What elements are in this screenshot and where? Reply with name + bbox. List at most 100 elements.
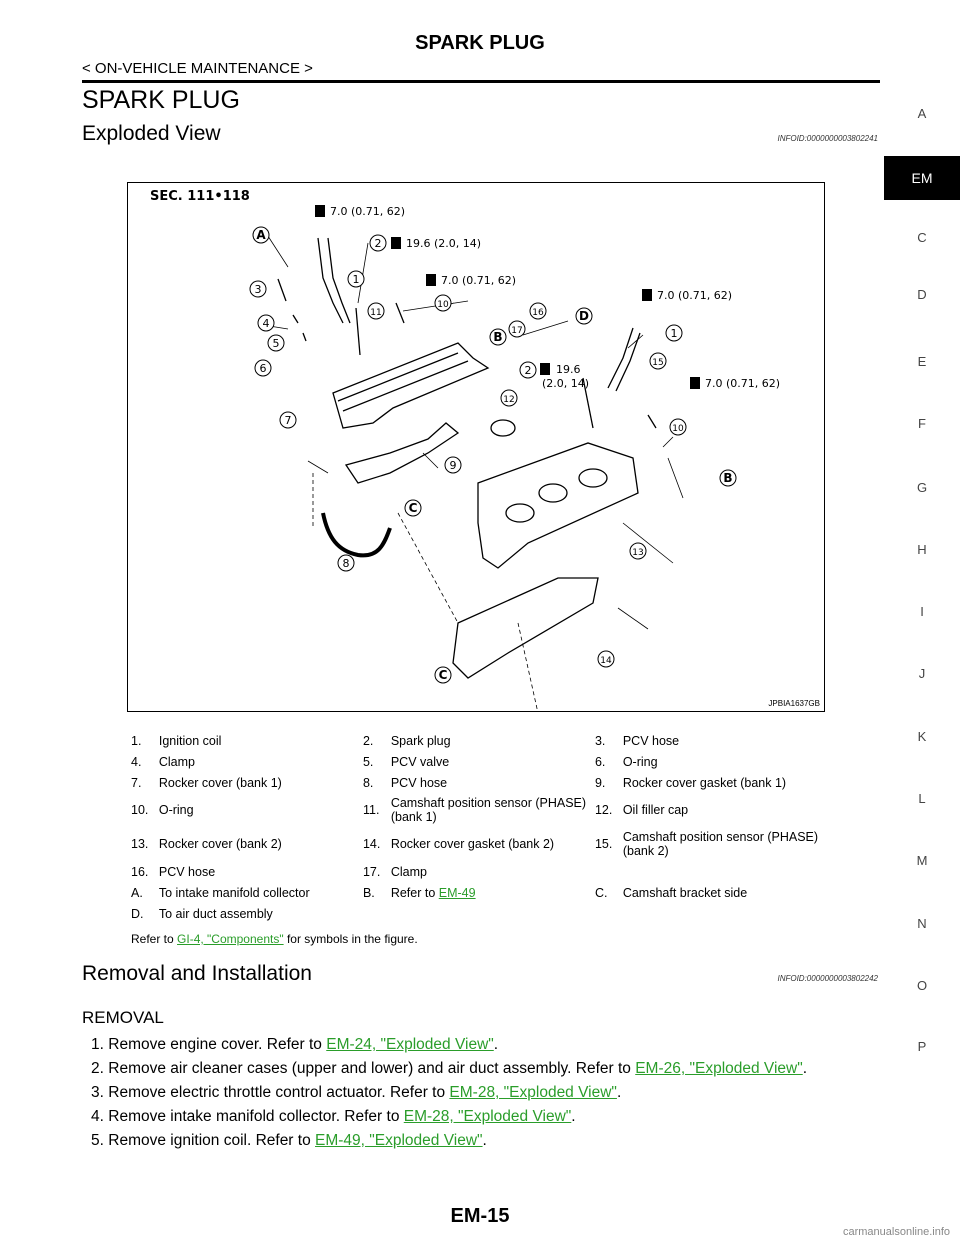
rocker-cover-bank1-drawing [332, 342, 490, 429]
svg-text:14: 14 [600, 656, 612, 666]
spark-plug-2-drawing [582, 377, 594, 429]
callout-16: 16 [529, 302, 547, 320]
index-letter-m[interactable]: M [916, 853, 928, 868]
table-row: 13. Rocker cover (bank 2) 14. Rocker cov… [131, 830, 819, 858]
index-letter-c[interactable]: C [917, 230, 927, 245]
callout-14: 14 [597, 650, 615, 668]
svg-text:C: C [409, 501, 418, 515]
callout-8: 8 [337, 554, 355, 572]
index-letter-d[interactable]: D [917, 287, 927, 302]
watermark-text: carmanualsonline.info [842, 1226, 950, 1238]
callout-10b: 10 [669, 418, 687, 436]
callout-12: 12 [500, 389, 518, 407]
removal-subheading: REMOVAL [82, 1008, 164, 1027]
index-letter-i[interactable]: I [920, 604, 924, 619]
step-1-link[interactable]: EM-24, "Exploded View" [326, 1036, 494, 1053]
callout-2b: 2 [519, 361, 537, 379]
svg-text:1: 1 [353, 273, 360, 286]
list-item: 3. Remove electric throttle control actu… [91, 1084, 622, 1101]
letter-a: A [252, 226, 270, 244]
removal-installation-heading: Removal and Installation [82, 962, 312, 985]
em-49-link[interactable]: EM-49 [438, 885, 476, 900]
svg-text:2: 2 [525, 364, 532, 377]
page-subtitle: < ON-VEHICLE MAINTENANCE > [82, 60, 313, 77]
index-letter-em-active[interactable]: EM [884, 156, 960, 200]
callout-13: 13 [629, 542, 647, 560]
ignition-coil-2-drawing [607, 327, 641, 392]
index-letter-f[interactable]: F [918, 416, 926, 431]
svg-text:2: 2 [375, 237, 382, 250]
header-rule [82, 80, 880, 83]
parts-legend-table: 1. Ignition coil 2. Spark plug 3. PCV ho… [127, 730, 823, 924]
svg-text:B: B [723, 471, 732, 485]
callout-5: 5 [267, 334, 285, 352]
step-5-link[interactable]: EM-49, "Exploded View" [315, 1132, 483, 1149]
list-item: 2. Remove air cleaner cases (upper and l… [91, 1060, 808, 1077]
index-letter-p[interactable]: P [917, 1039, 927, 1054]
callout-15: 15 [649, 352, 667, 370]
rocker-gasket-bank2-drawing [452, 577, 599, 679]
torque-icon [690, 377, 700, 389]
svg-text:B: B [493, 330, 502, 344]
torque-icon [642, 289, 652, 301]
index-letter-e[interactable]: E [917, 354, 927, 369]
torque-label-5b: (2.0, 14) [542, 377, 589, 390]
svg-text:8: 8 [343, 557, 350, 570]
torque-icon [391, 237, 401, 249]
letter-d: D [575, 307, 593, 325]
svg-text:1: 1 [671, 327, 678, 340]
index-letter-g[interactable]: G [916, 480, 928, 495]
torque-icon [315, 205, 325, 217]
svg-text:C: C [439, 668, 448, 682]
svg-text:5: 5 [273, 337, 280, 350]
callout-4: 4 [257, 314, 275, 332]
svg-text:4: 4 [263, 317, 270, 330]
step-3-link[interactable]: EM-28, "Exploded View" [449, 1084, 617, 1101]
figure-sec-label: SEC. 111•118 [150, 189, 250, 204]
svg-text:15: 15 [652, 358, 663, 368]
table-row: A. To intake manifold collector B. Refer… [131, 885, 748, 900]
svg-text:10: 10 [437, 300, 449, 310]
gi-4-components-link[interactable]: GI-4, "Components" [177, 932, 284, 946]
table-row: D. To air duct assembly [131, 906, 273, 921]
letter-c2: C [434, 666, 452, 684]
svg-text:10: 10 [672, 424, 684, 434]
exploded-view-figure: SEC. 111•118 [127, 182, 825, 712]
index-letter-a[interactable]: A [917, 106, 927, 121]
svg-text:6: 6 [260, 362, 267, 375]
index-letter-j[interactable]: J [918, 666, 926, 681]
spark-plug-1-drawing [355, 307, 361, 356]
letter-b2: B [719, 469, 737, 487]
torque-icon [426, 274, 436, 286]
step-2-link[interactable]: EM-26, "Exploded View" [635, 1060, 803, 1077]
step-4-link[interactable]: EM-28, "Exploded View" [403, 1108, 572, 1125]
index-letter-h[interactable]: H [917, 542, 927, 557]
svg-text:3: 3 [255, 283, 262, 296]
callout-3: 3 [249, 280, 267, 298]
exploded-view-diagram: 1 2 3 4 5 6 7 8 9 10 10 11 12 13 14 15 1… [249, 205, 780, 711]
svg-text:17: 17 [511, 326, 522, 336]
section-title: SPARK PLUG [82, 86, 240, 114]
callout-9: 9 [444, 456, 462, 474]
exploded-view-infoid: INFOID:0000000003802241 [777, 134, 878, 143]
table-row: 1. Ignition coil 2. Spark plug 3. PCV ho… [131, 733, 680, 748]
letter-b1: B [489, 328, 507, 346]
table-row: 10. O-ring 11. Camshaft position sensor … [131, 796, 689, 824]
svg-text:A: A [256, 228, 266, 242]
section-index-sidebar: A EM C D E F G H I J K L M N O P [884, 98, 960, 1054]
callout-2a: 2 [369, 234, 387, 252]
torque-label-4: 7.0 (0.71, 62) [657, 289, 732, 302]
callout-1b: 1 [665, 324, 683, 342]
svg-text:7: 7 [285, 414, 292, 427]
svg-text:9: 9 [450, 459, 457, 472]
index-letter-n[interactable]: N [917, 916, 927, 931]
callout-17: 17 [508, 320, 526, 338]
callout-11: 11 [367, 302, 385, 320]
index-letter-k[interactable]: K [917, 729, 927, 744]
index-letter-o[interactable]: O [916, 978, 928, 993]
svg-text:16: 16 [532, 308, 544, 318]
svg-text:D: D [579, 309, 589, 323]
page-title: SPARK PLUG [415, 32, 545, 54]
index-letter-l[interactable]: L [918, 791, 926, 806]
rocker-gasket-bank1-drawing [344, 422, 460, 484]
